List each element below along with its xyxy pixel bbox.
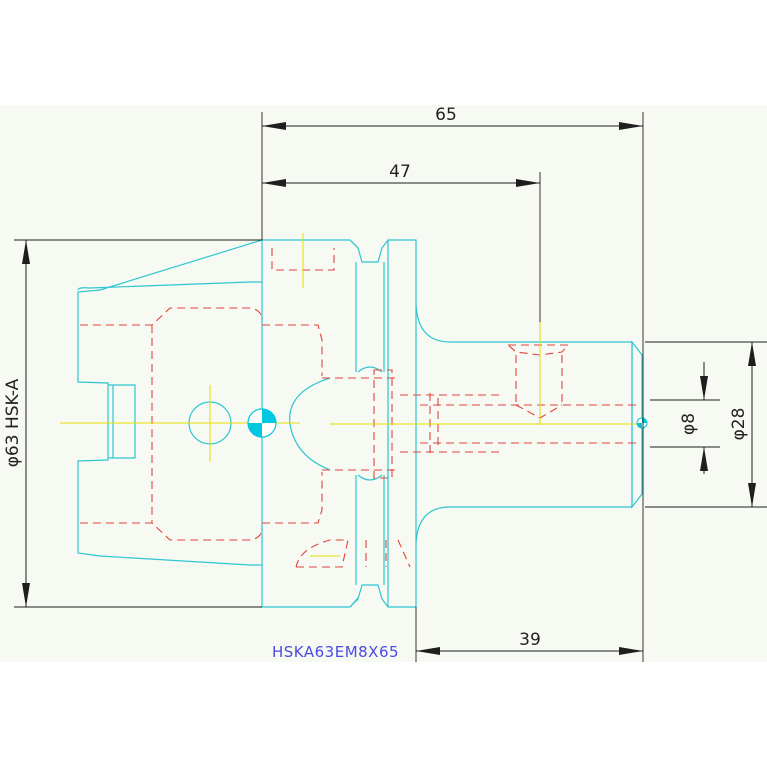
dim-label-shank: φ28 — [729, 408, 749, 441]
dimension-shank-length: 39 — [416, 630, 643, 655]
dimension-flange-diameter: φ63 HSK-A — [3, 240, 30, 607]
dim-label-39: 39 — [519, 630, 541, 650]
dim-label-flange: φ63 HSK-A — [3, 378, 23, 467]
dimension-bore-diameter: φ8 — [679, 362, 708, 474]
dimension-overall-length: 65 — [262, 105, 643, 130]
dimension-pin-hole: 47 — [262, 162, 540, 187]
part-number-caption: HSKA63EM8X65 — [272, 643, 399, 661]
dim-label-bore: φ8 — [679, 413, 699, 435]
dim-label-65: 65 — [435, 105, 457, 125]
dim-label-47: 47 — [389, 162, 411, 182]
extension-lines — [14, 112, 767, 662]
end-marker — [636, 417, 648, 429]
origin-marker — [247, 408, 277, 438]
dimension-shank-diameter: φ28 — [729, 342, 756, 507]
